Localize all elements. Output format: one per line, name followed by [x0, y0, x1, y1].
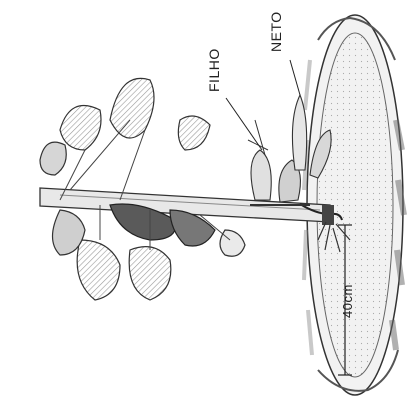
label-filho: FILHO	[206, 48, 222, 92]
label-neto: NETO	[268, 11, 284, 52]
main-leaves	[40, 78, 245, 300]
label-depth: 40cm	[340, 284, 355, 318]
